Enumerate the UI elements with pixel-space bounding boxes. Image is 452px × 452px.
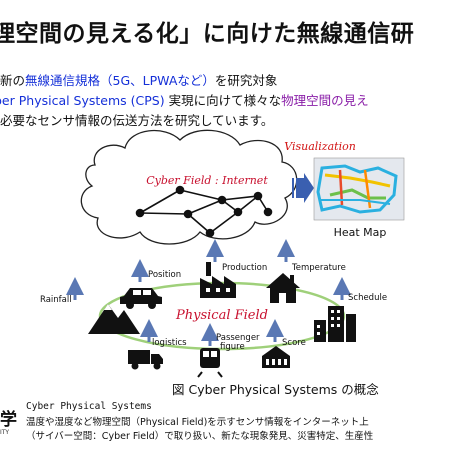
label-position: Position (148, 270, 181, 280)
label-rainfall: Rainfall (40, 295, 72, 305)
description-line-1-highlight: 無線通信規格（5G、LPWAなど） (25, 73, 215, 88)
visualization-arrow-icon (292, 173, 314, 203)
mountain-icon (88, 304, 140, 334)
footnote-line-2: （サイバー空間：Cyber Field）で取り扱い、新たな現象発見、災害特定、生… (26, 431, 374, 442)
physical-field-label: Physical Field (175, 308, 268, 323)
description-line-1: 新の無線通信規格（5G、LPWAなど）を研究対象 (0, 70, 277, 89)
label-score: Score (282, 338, 306, 348)
description-line-2-highlight-physical: 物理空間の見え (281, 93, 369, 108)
page-title: 理空間の見える化」に向けた無線通信研 (0, 21, 415, 47)
description-line-1-suffix: を研究対象 (214, 73, 278, 88)
caption-main: Cyber Physical Systems (188, 382, 338, 397)
label-temperature: Temperature (291, 263, 346, 273)
description-line-1-prefix: 新の (0, 73, 26, 88)
label-schedule: Schedule (348, 293, 387, 303)
visualization-label: Visualization (284, 140, 356, 153)
buildings-icon (314, 306, 356, 342)
description-line-2-highlight-cps: ber Physical Systems (CPS) (0, 93, 165, 108)
footnote-heading: Cyber Physical Systems (26, 401, 152, 412)
stadium-icon (262, 346, 290, 368)
car-icon (120, 288, 162, 309)
network-graph (135, 185, 273, 238)
figure-caption: 図 Cyber Physical Systems の概念 (172, 379, 379, 398)
caption-prefix: 図 (172, 382, 189, 397)
university-logo-char: 学 (0, 410, 17, 430)
heat-map-label: Heat Map (334, 226, 387, 239)
description-line-3: 必要なセンサ情報の伝送方法を研究しています。 (0, 113, 274, 128)
university-logo-sub: ITY (0, 429, 10, 436)
description-line-2-middle: 実現に向けて様々な (164, 93, 282, 108)
upward-arrows (66, 239, 351, 346)
heat-map-image (313, 157, 405, 221)
train-icon (197, 348, 223, 378)
label-production: Production (222, 263, 267, 273)
factory-icon (200, 262, 236, 298)
cyber-field-cloud (80, 129, 298, 245)
footnote-line-1: 温度や湿度など物理空間（Physical Field)を示すセンサ情報をインター… (26, 417, 369, 428)
description-line-2: ber Physical Systems (CPS) 実現に向けて様々な物理空間… (0, 90, 369, 109)
house-icon (266, 273, 300, 303)
caption-suffix: の概念 (337, 382, 379, 397)
truck-icon (128, 350, 163, 370)
cyber-field-label: Cyber Field : Internet (146, 174, 268, 187)
label-logistics: logistics (152, 338, 187, 348)
